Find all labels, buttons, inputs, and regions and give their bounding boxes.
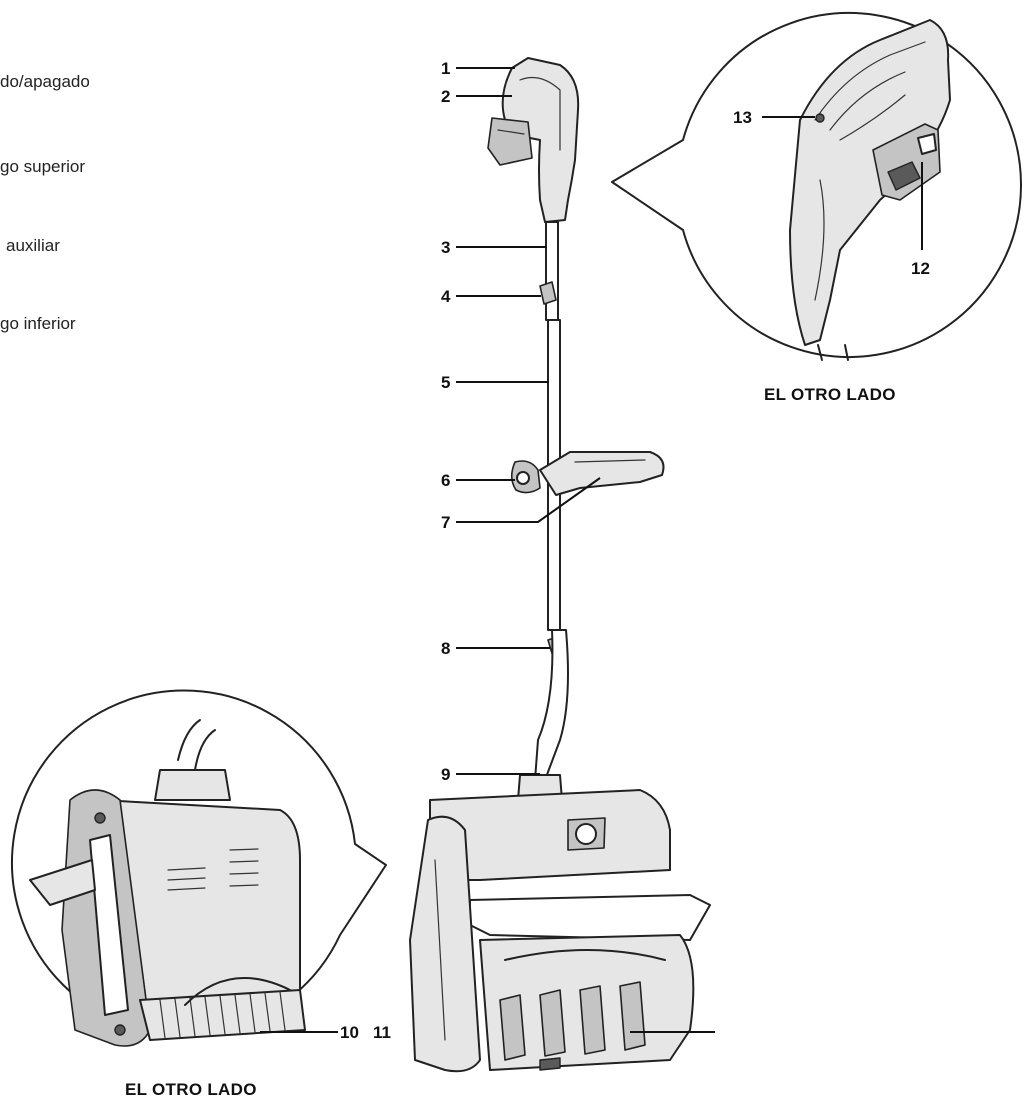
legend-item-1: do/apagado xyxy=(0,72,90,91)
main-shovel xyxy=(409,57,711,1073)
callout-4: 4 xyxy=(441,287,451,306)
handle-detail-callout xyxy=(611,12,1022,361)
legend-item-3: auxiliar xyxy=(6,236,60,255)
callout-3: 3 xyxy=(441,238,451,257)
callout-1: 1 xyxy=(441,59,451,78)
leader-lines xyxy=(260,67,923,1033)
callout-13: 13 xyxy=(733,108,752,127)
callout-5: 5 xyxy=(441,373,451,392)
callout-6: 6 xyxy=(441,471,451,490)
callout-9: 9 xyxy=(441,765,451,784)
callout-11: 11 xyxy=(373,1023,391,1042)
callout-12: 12 xyxy=(911,259,930,278)
legend-item-4: go inferior xyxy=(0,314,76,333)
callout-2: 2 xyxy=(441,87,451,106)
legend-item-2: go superior xyxy=(0,157,86,176)
callout-10: 10 xyxy=(340,1023,359,1042)
callout-8: 8 xyxy=(441,639,451,658)
callout-7: 7 xyxy=(441,513,451,532)
top-detail-caption: EL OTRO LADO xyxy=(764,385,896,404)
body-detail-callout xyxy=(11,689,387,1047)
bottom-detail-caption: EL OTRO LADO xyxy=(125,1080,257,1099)
leader-7 xyxy=(456,477,601,523)
